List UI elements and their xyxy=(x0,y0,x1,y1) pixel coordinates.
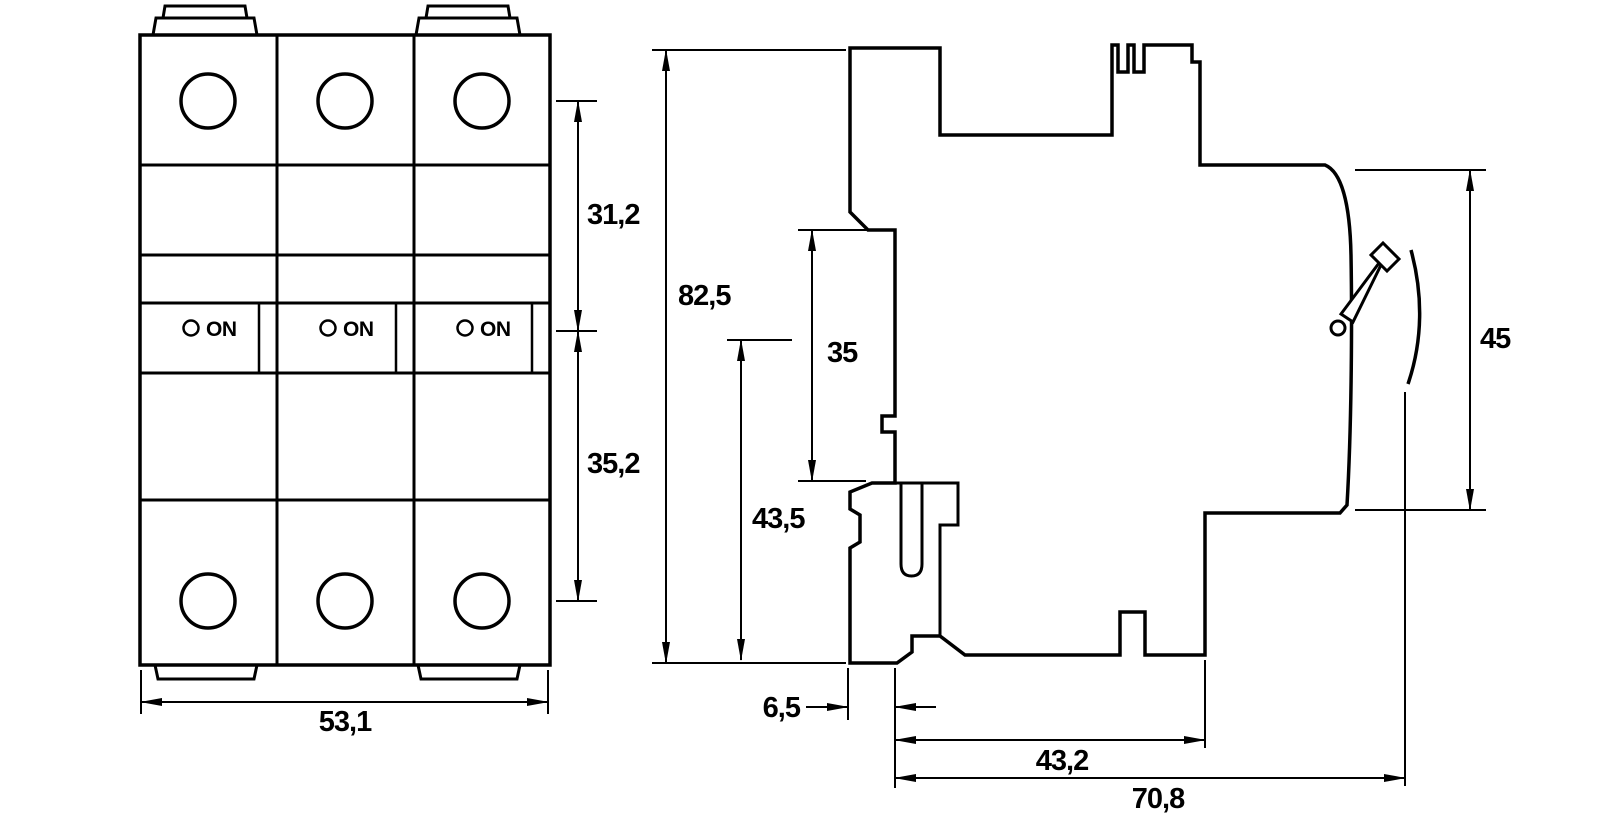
terminal-circle xyxy=(316,572,374,630)
on-indicator-label: ON xyxy=(206,318,237,341)
toggle-lever xyxy=(1338,240,1402,325)
side-view xyxy=(848,43,1422,665)
side-view-dimensions: 82,5 35 43,5 45 6,5 43,2 70,8 xyxy=(652,49,1512,815)
on-indicator-label: ON xyxy=(343,318,374,341)
on-indicator-label: ON xyxy=(480,318,511,341)
terminal-circle xyxy=(179,572,237,630)
bottom-mounting-tab xyxy=(416,664,522,681)
dim-total-height-label: 82,5 xyxy=(678,280,731,312)
on-indicator-ring xyxy=(456,319,474,337)
side-profile-outline xyxy=(848,43,1354,665)
dim-lower-height-label: 43,5 xyxy=(752,503,805,535)
terminal-circle xyxy=(316,72,374,130)
top-mounting-tab-cap xyxy=(424,4,512,19)
terminal-circle xyxy=(453,572,511,630)
din-clip-slot xyxy=(899,483,924,578)
on-indicator-ring xyxy=(319,319,337,337)
bottom-mounting-tab xyxy=(153,664,259,681)
top-mounting-tab xyxy=(414,16,522,36)
dim-body-depth-label: 43,2 xyxy=(1036,745,1088,777)
on-indicator-ring xyxy=(182,319,200,337)
din-rail-jaw xyxy=(895,481,960,636)
front-view-dimensions: 31,2 35,2 53,1 xyxy=(140,100,640,738)
top-mounting-tab-cap xyxy=(161,4,249,19)
dim-width-label: 53,1 xyxy=(319,706,372,738)
toggle-swing-arc xyxy=(1406,249,1422,385)
breaker-body-outline xyxy=(138,33,552,667)
dim-foot-width-label: 6,5 xyxy=(763,692,801,724)
terminal-circle xyxy=(179,72,237,130)
dim-lower-span-label: 35,2 xyxy=(587,448,639,480)
terminal-circle xyxy=(453,72,511,130)
dim-rear-recess-label: 35 xyxy=(827,337,858,369)
dim-upper-span-label: 31,2 xyxy=(587,199,639,231)
toggle-pivot xyxy=(1329,319,1347,337)
dim-overall-depth-label: 70,8 xyxy=(1132,783,1185,815)
front-view: ON ON ON xyxy=(138,4,552,681)
dim-front-height-label: 45 xyxy=(1480,323,1511,355)
top-mounting-tab xyxy=(151,16,259,36)
